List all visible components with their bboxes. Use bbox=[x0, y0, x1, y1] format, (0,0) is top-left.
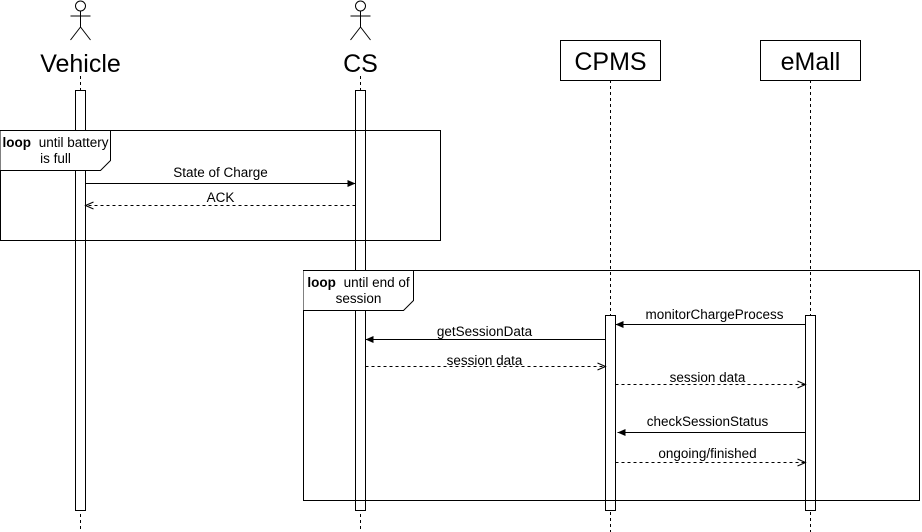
message-ack: ACK bbox=[207, 190, 235, 205]
loop-condition: until end of bbox=[344, 275, 410, 290]
participant-cpms-box bbox=[560, 40, 661, 81]
svg-text:loop until end of: loop until end of bbox=[307, 275, 410, 290]
message-session-data-cpms: session data bbox=[670, 370, 746, 385]
message-state-of-charge: State of Charge bbox=[173, 165, 268, 180]
activation-cpms bbox=[605, 315, 616, 511]
message-check-session-status: checkSessionStatus bbox=[647, 414, 769, 429]
message-session-data-cs: session data bbox=[447, 353, 523, 368]
message-monitor-charge-process: monitorChargeProcess bbox=[645, 307, 783, 322]
actor-cs-icon bbox=[350, 0, 371, 41]
loop-frame-battery: loop until battery is full bbox=[0, 130, 441, 241]
loop-condition-line2: is full bbox=[40, 151, 71, 166]
actor-vehicle-icon bbox=[70, 0, 91, 41]
activation-vehicle bbox=[75, 90, 86, 511]
message-ongoing-finished: ongoing/finished bbox=[658, 446, 756, 461]
activation-emall bbox=[805, 315, 816, 511]
participant-emall-box bbox=[760, 40, 861, 81]
participant-cs: CS bbox=[343, 50, 378, 78]
svg-text:loop until battery: loop until battery bbox=[2, 135, 108, 150]
loop-condition: until battery bbox=[39, 135, 109, 150]
loop-keyword: loop bbox=[307, 275, 336, 290]
loop-condition-line2: session bbox=[336, 291, 382, 306]
participant-cpms: CPMS bbox=[574, 48, 646, 76]
loop-keyword: loop bbox=[2, 135, 31, 150]
message-get-session-data: getSessionData bbox=[437, 324, 533, 339]
participant-vehicle: Vehicle bbox=[40, 50, 121, 78]
loop-frame-session: loop until end of session bbox=[303, 270, 920, 501]
participant-emall: eMall bbox=[781, 48, 841, 76]
